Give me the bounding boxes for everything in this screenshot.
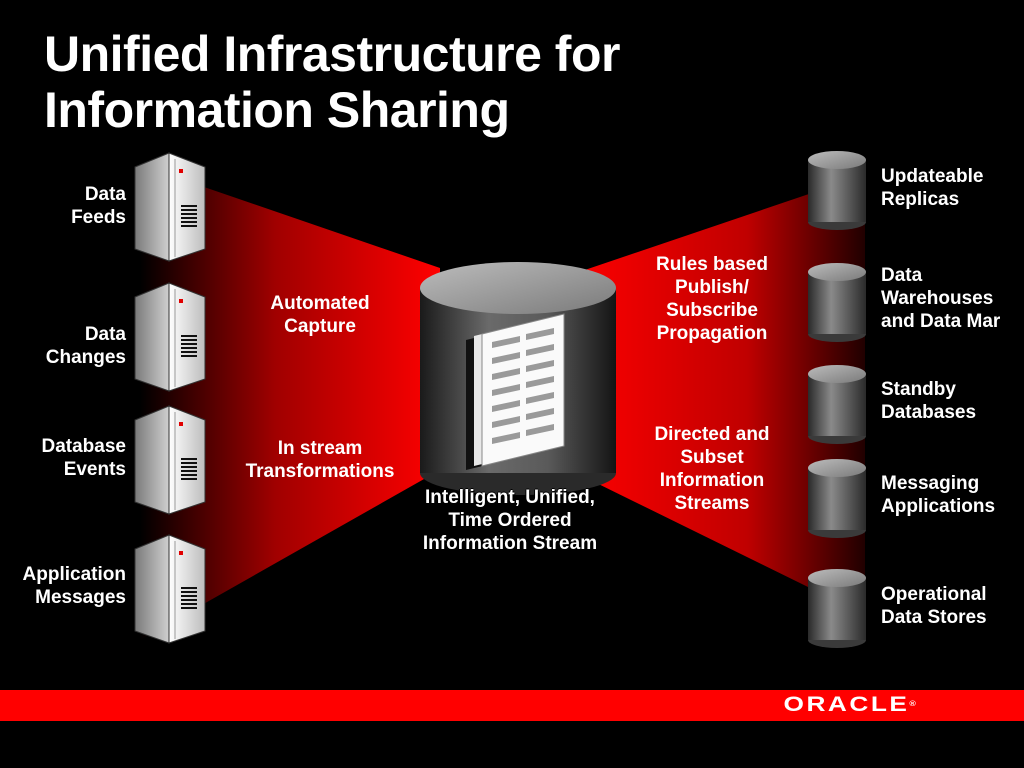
database-icon (808, 151, 866, 230)
label-automated-capture: Automated Capture (270, 293, 370, 337)
database-icon (808, 263, 866, 342)
oracle-logo: ORACLE® (783, 693, 916, 716)
target-label-data-warehouses: Data Warehouses and Data Mar (881, 265, 1001, 332)
server-icon (134, 282, 206, 392)
label-central-stream: Intelligent, Unified, Time Ordered Infor… (422, 487, 598, 554)
database-icon (808, 569, 866, 648)
target-label-updateable-replicas: Updateable Replicas (881, 166, 984, 210)
title-line: Unified Infrastructure for (44, 26, 620, 82)
target-label-messaging-applications: Messaging Applications (881, 473, 996, 517)
server-icon (134, 534, 206, 644)
source-label-application-messages: Application Messages (22, 564, 126, 608)
source-label-data-changes: Data Changes (45, 324, 126, 368)
database-icon (808, 459, 866, 538)
title-line: Information Sharing (44, 82, 510, 138)
label-directed-subset-streams: Directed and Subset Information Streams (654, 424, 770, 514)
label-rules-based-propagation: Rules based Publish/ Subscribe Propagati… (656, 254, 768, 344)
footer-bar: ORACLE® (0, 690, 1024, 721)
central-database-icon (420, 262, 616, 495)
left-funnel (140, 165, 440, 640)
slide-title: Unified Infrastructure for Information S… (44, 26, 620, 138)
label-in-stream-transformations: In stream Transformations (245, 438, 395, 482)
target-label-operational-data-stores: Operational Data Stores (881, 584, 987, 628)
source-label-data-feeds: Data Feeds (71, 184, 126, 228)
server-icon (134, 152, 206, 262)
source-label-database-events: Database Events (41, 436, 127, 480)
server-icon (134, 405, 206, 515)
target-label-standby-databases: Standby Databases (881, 379, 977, 423)
right-funnel (570, 175, 865, 615)
database-icon (808, 365, 866, 444)
